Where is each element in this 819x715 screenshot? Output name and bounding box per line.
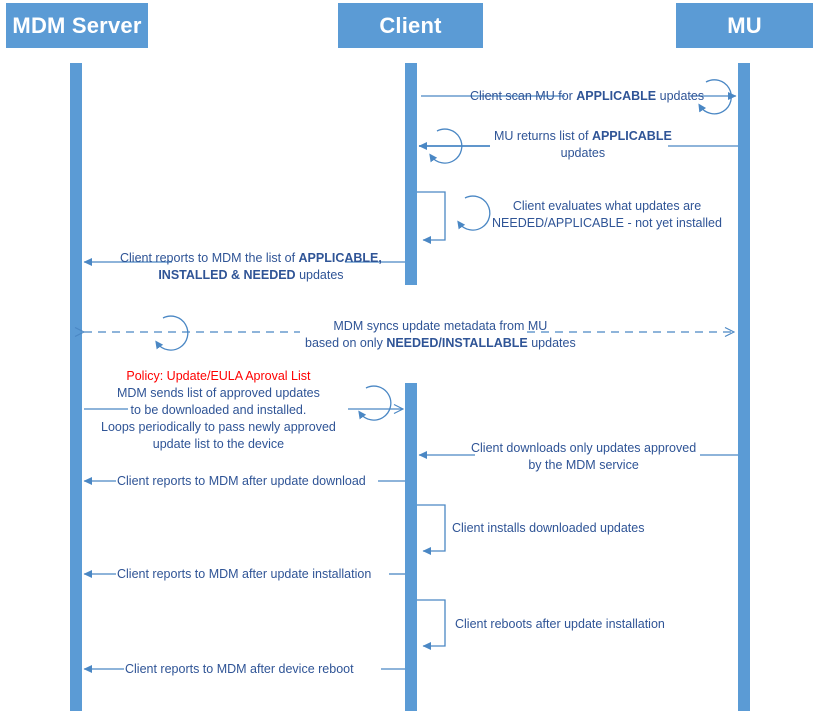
lifeline-bar-client-lower xyxy=(405,383,417,711)
message-text-line: MDM syncs update metadata from MU xyxy=(305,318,576,335)
lifeline-header-mu: MU xyxy=(676,3,813,48)
text-run: NEEDED/APPLICABLE - not yet installed xyxy=(492,216,722,230)
message-label-client-installs-downloaded-updates: Client installs downloaded updates xyxy=(452,520,645,537)
message-text-line: Policy: Update/EULA Aproval List xyxy=(101,368,336,385)
arrow-client-evaluates-updates xyxy=(417,191,491,244)
lifeline-header-client: Client xyxy=(338,3,483,48)
message-label-client-scan-mu: Client scan MU for APPLICABLE updates xyxy=(470,88,704,105)
text-run: Loops periodically to pass newly approve… xyxy=(101,420,336,434)
text-run: Client reports to MDM the list of xyxy=(120,251,299,265)
lifeline-header-mu-label: MU xyxy=(727,12,762,38)
text-run: Client reboots after update installation xyxy=(455,617,665,631)
text-run: MU returns list of xyxy=(494,129,592,143)
message-text-line: INSTALLED & NEEDED updates xyxy=(120,267,382,284)
emphasis-text-run: APPLICABLE xyxy=(576,89,657,103)
lifeline-header-client-label: Client xyxy=(379,12,442,38)
message-label-client-downloads-approved-updates: Client downloads only updates approved by… xyxy=(471,440,696,474)
lifeline-header-mdm-server: MDM Server xyxy=(6,3,148,48)
lifeline-bar-client-upper xyxy=(405,63,417,285)
message-text-line: MDM sends list of approved updates xyxy=(101,385,336,402)
lifeline-bar-mu xyxy=(738,63,750,711)
message-label-client-reports-after-download: Client reports to MDM after update downl… xyxy=(117,473,366,490)
emphasis-text-run: INSTALLED & NEEDED xyxy=(158,268,296,282)
message-text-line: updates xyxy=(494,145,672,162)
text-run: updates xyxy=(295,268,344,282)
message-text-line: Client reports to MDM after device reboo… xyxy=(125,661,354,678)
message-label-mdm-syncs-metadata-from-mu: MDM syncs update metadata from MU based o… xyxy=(305,318,576,352)
message-text-line: Client scan MU for APPLICABLE updates xyxy=(470,88,704,105)
text-run: updates xyxy=(560,146,606,160)
text-run: by the MDM service xyxy=(528,458,639,472)
policy-text-run: Policy: Update/EULA Aproval List xyxy=(126,369,311,383)
text-run: updates xyxy=(527,336,576,350)
message-text-line: Client installs downloaded updates xyxy=(452,520,645,537)
text-run: Client reports to MDM after device reboo… xyxy=(125,662,354,676)
message-label-client-reports-applicable-installed-needed: Client reports to MDM the list of APPLIC… xyxy=(120,250,382,284)
text-run: MDM sends list of approved updates xyxy=(116,386,320,400)
emphasis-text-run: APPLICABLE xyxy=(591,129,672,143)
lifeline-bar-mdm-server xyxy=(70,63,82,711)
message-text-line: Client reports to MDM after update downl… xyxy=(117,473,366,490)
message-text-line: to be downloaded and installed. xyxy=(101,402,336,419)
lifeline-header-mdm-server-label: MDM Server xyxy=(12,12,142,38)
text-run: update list to the device xyxy=(152,437,285,451)
message-label-client-reboots-after-installation: Client reboots after update installation xyxy=(455,616,665,633)
emphasis-text-run: APPLICABLE, xyxy=(298,251,382,265)
text-run: Client reports to MDM after update downl… xyxy=(117,474,366,488)
message-text-line: Client reports to MDM the list of APPLIC… xyxy=(120,250,382,267)
message-text-line: Loops periodically to pass newly approve… xyxy=(101,419,336,436)
text-run: to be downloaded and installed. xyxy=(130,403,307,417)
message-text-line: based on only NEEDED/INSTALLABLE updates xyxy=(305,335,576,352)
emphasis-text-run: NEEDED/INSTALLABLE xyxy=(386,336,528,350)
text-run: Client reports to MDM after update insta… xyxy=(117,567,372,581)
text-run: updates xyxy=(656,89,705,103)
text-run: Client installs downloaded updates xyxy=(452,521,645,535)
arrow-client-installs-downloaded-updates xyxy=(417,504,446,555)
text-run: Client scan MU for xyxy=(470,89,577,103)
message-text-line: MU returns list of APPLICABLE xyxy=(494,128,672,145)
text-run: Client downloads only updates approved xyxy=(471,441,697,455)
message-label-client-reports-after-installation: Client reports to MDM after update insta… xyxy=(117,566,371,583)
message-text-line: Client reboots after update installation xyxy=(455,616,665,633)
message-text-line: Client reports to MDM after update insta… xyxy=(117,566,371,583)
message-text-line: by the MDM service xyxy=(471,457,696,474)
message-text-line: NEEDED/APPLICABLE - not yet installed xyxy=(492,215,722,232)
message-label-client-reports-after-reboot: Client reports to MDM after device reboo… xyxy=(125,661,354,678)
arrow-client-reboots-after-installation xyxy=(417,599,446,650)
text-run: MDM syncs update metadata from MU xyxy=(333,319,548,333)
text-run: Client evaluates what updates are xyxy=(512,199,702,213)
message-text-line: update list to the device xyxy=(101,436,336,453)
message-text-line: Client downloads only updates approved xyxy=(471,440,696,457)
text-run: based on only xyxy=(305,336,387,350)
message-text-line: Client evaluates what updates are xyxy=(492,198,722,215)
